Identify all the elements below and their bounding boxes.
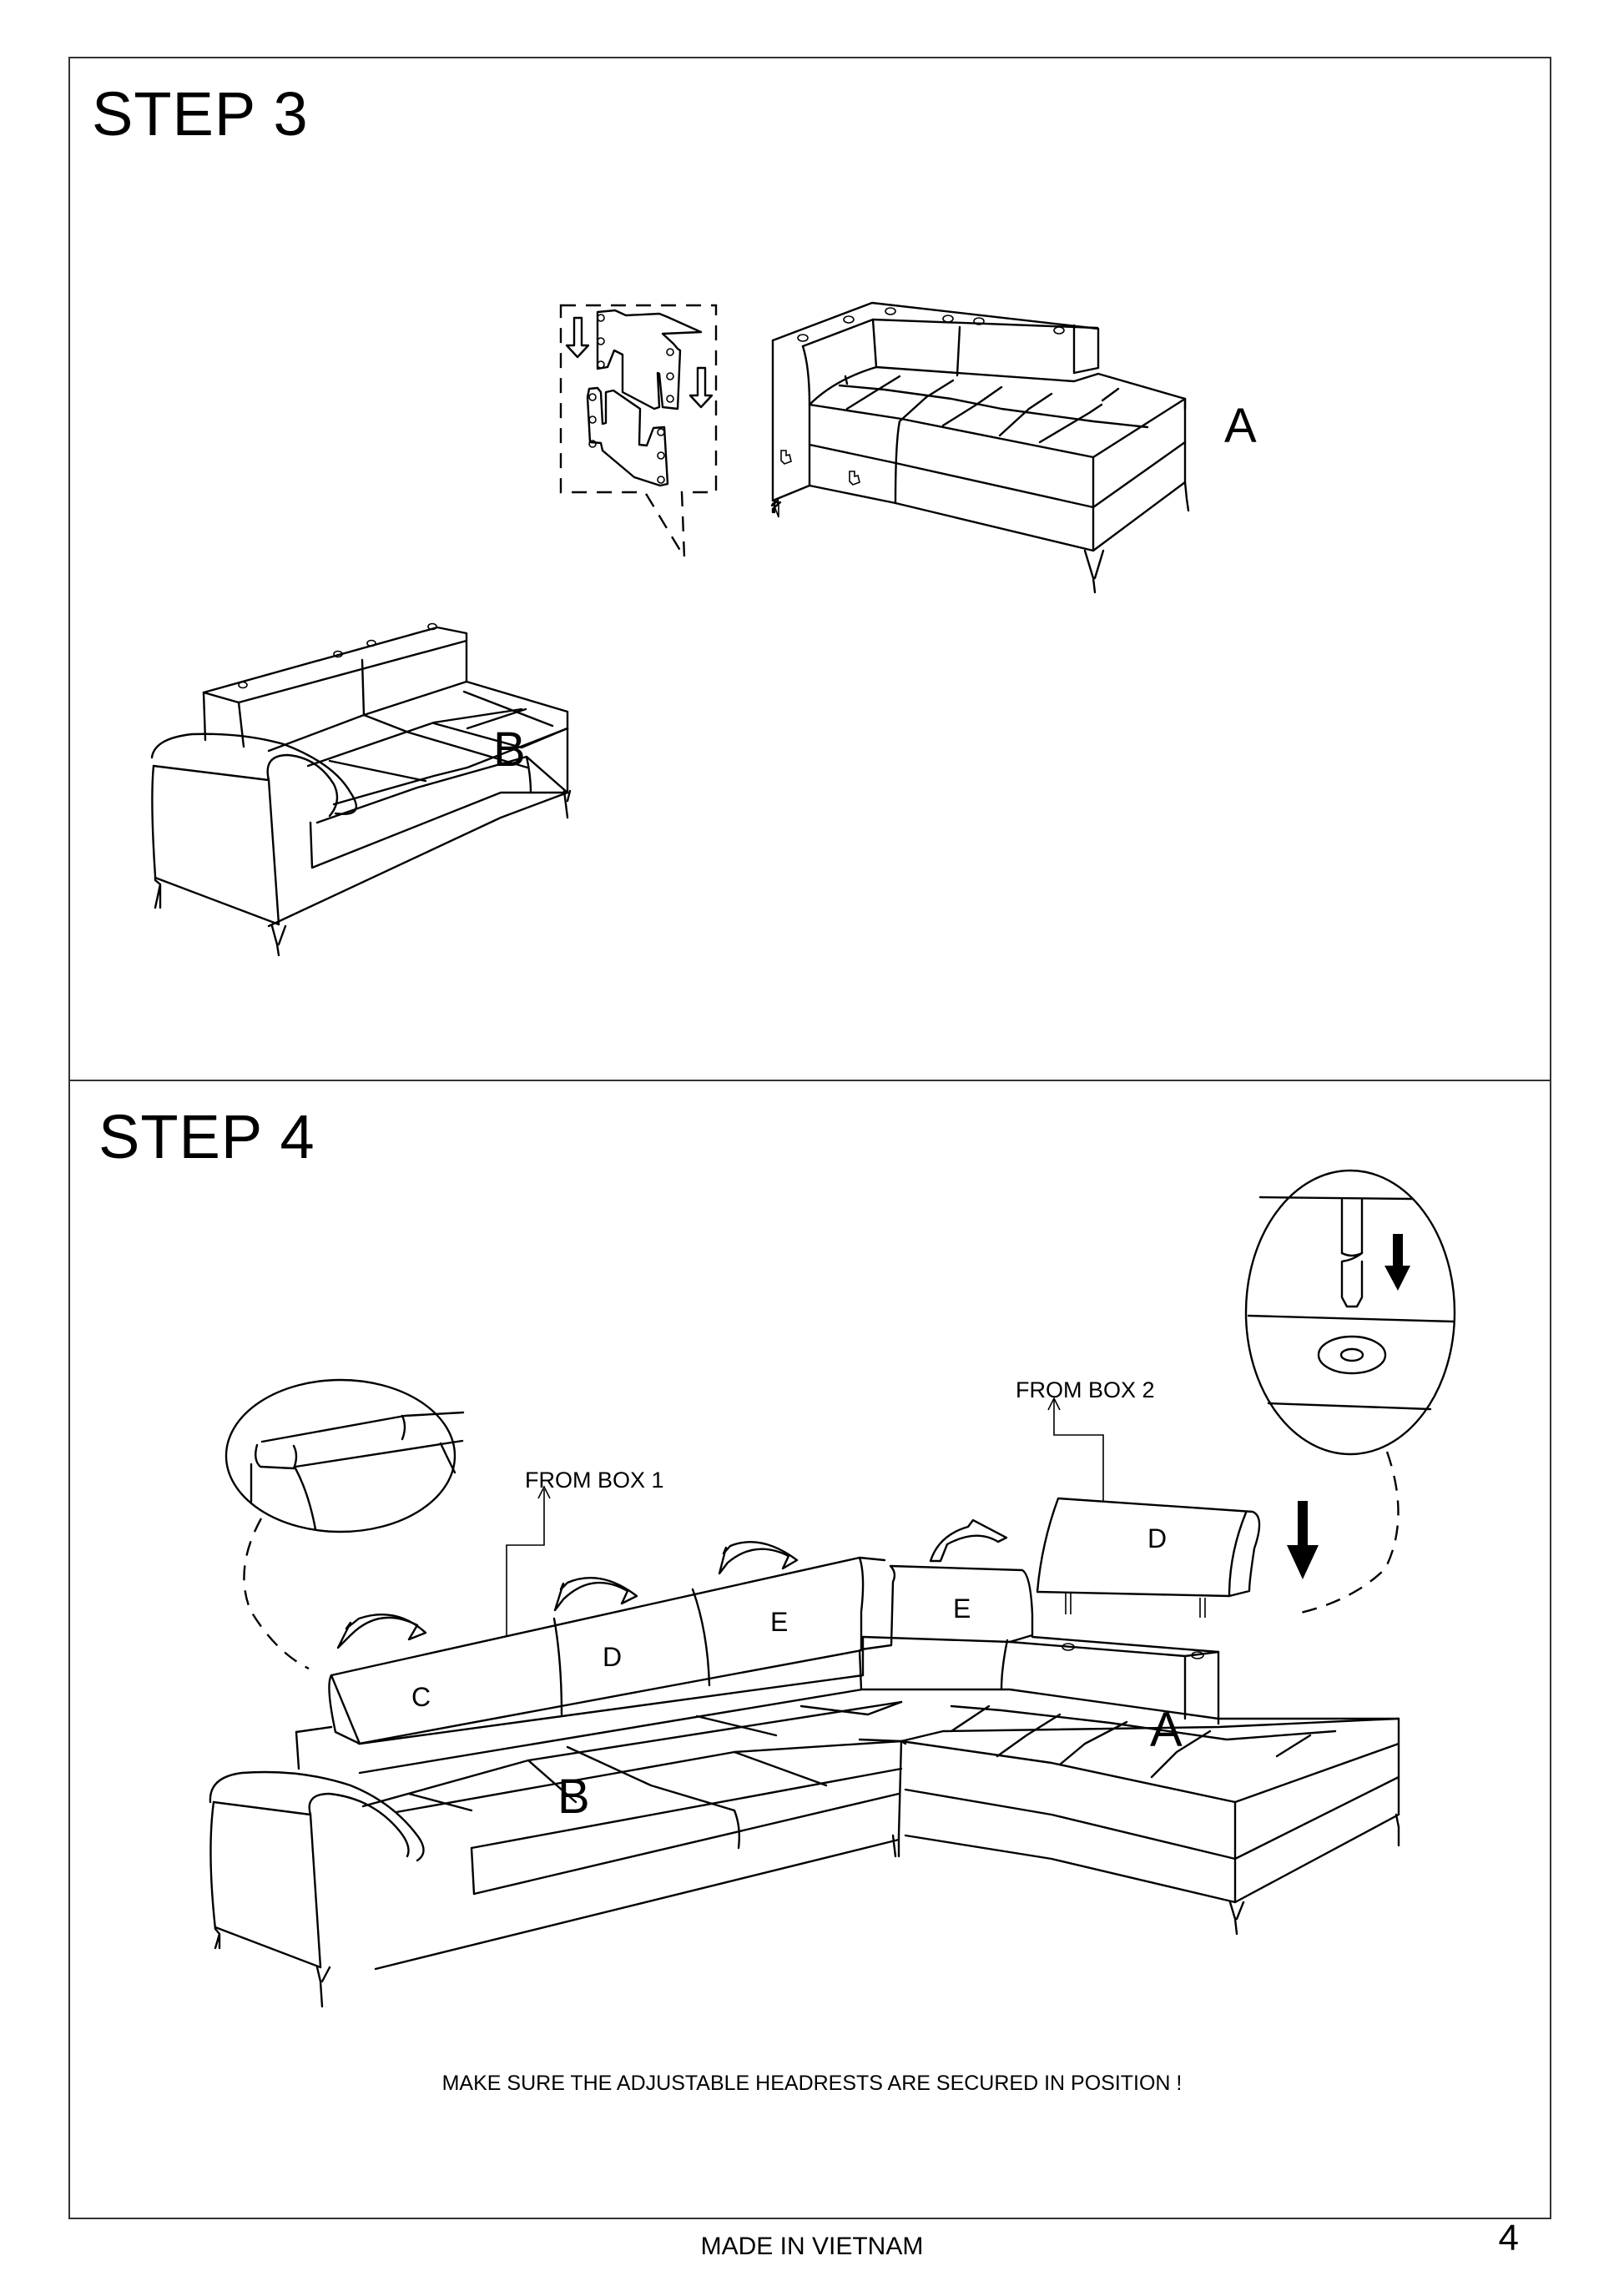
from-box-2-leader — [1047, 1397, 1104, 1508]
from-box-1-callout: FROM BOX 1 — [525, 1468, 664, 1493]
step-4-title: STEP 4 — [98, 1102, 315, 1171]
headrest-d-loose — [1036, 1497, 1261, 1618]
headrest-warning-note: MAKE SURE THE ADJUSTABLE HEADRESTS ARE S… — [441, 2072, 1183, 2095]
assembled-sectional-illustration — [209, 1556, 1400, 2008]
headrest-label-d-loose: D — [1147, 1523, 1168, 1553]
hollow-down-arrow-icon — [688, 366, 714, 409]
headrest-label-c: C — [411, 1682, 431, 1712]
part-label-a: A — [1150, 1703, 1183, 1757]
part-label-a: A — [1224, 399, 1257, 453]
pin-socket-detail-view — [1244, 1169, 1456, 1616]
part-label-b: B — [493, 723, 526, 777]
solid-down-arrow-icon — [1287, 1501, 1319, 1579]
sofa-section-a-illustration — [770, 301, 1190, 594]
from-box-1-leader — [506, 1485, 551, 1640]
headrest-label-d: D — [603, 1642, 623, 1672]
rotate-arrow-icon — [718, 1541, 799, 1575]
from-box-2-callout: FROM BOX 2 — [1016, 1377, 1155, 1402]
headrest-label-e: E — [953, 1594, 971, 1624]
sofa-section-b-illustration — [150, 622, 572, 957]
headrest-detail-view — [224, 1378, 465, 1670]
headrest-label-e: E — [770, 1607, 789, 1637]
step-3-title: STEP 3 — [92, 79, 309, 149]
bracket-detail-callout — [559, 304, 718, 558]
hollow-down-arrow-icon — [565, 316, 590, 359]
footer-made-in: MADE IN VIETNAM — [700, 2233, 924, 2260]
step-4-panel: STEP 4 — [68, 1080, 1551, 2219]
part-label-b: B — [557, 1770, 590, 1824]
page-number: 4 — [1498, 2218, 1519, 2258]
solid-down-arrow-icon — [1384, 1234, 1410, 1291]
rotate-arrow-icon — [553, 1577, 638, 1612]
rotate-arrow-icon — [336, 1614, 427, 1649]
rotate-arrow-icon — [929, 1518, 1008, 1563]
